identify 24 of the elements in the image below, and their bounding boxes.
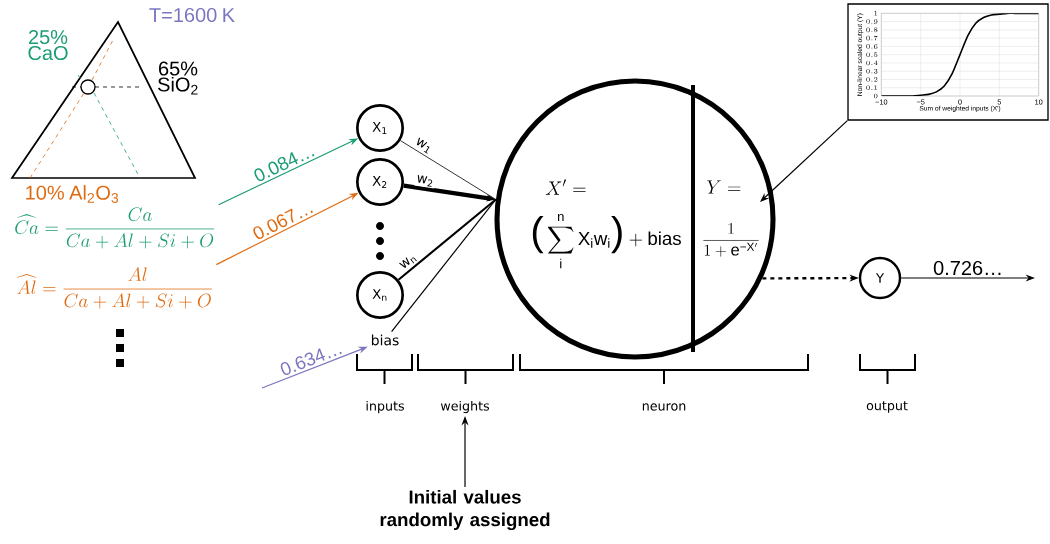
edge-label: w$_{2}$ xyxy=(414,173,437,189)
bracket-label: output xyxy=(866,401,908,413)
bracket-label: inputs xyxy=(366,400,404,414)
edge-label: w$_{n}$ xyxy=(396,250,420,273)
edge-label: 0.067… xyxy=(249,197,318,243)
edge-label: 0.634… xyxy=(276,338,346,379)
edge-label: w$_{1}$ xyxy=(411,135,436,157)
note: Initial values randomly assigned xyxy=(380,489,550,531)
axis-label: T=1600 K xyxy=(149,7,235,23)
formula: $\widehat{Al} = \frac{Al}{Ca + Al + Si + O}$ xyxy=(16,267,212,309)
bracket-label: neuron xyxy=(642,403,686,411)
formula: $Y =$ xyxy=(707,180,741,194)
axis-label: 10% Al$_{2}$O$_{3}$ xyxy=(26,185,119,203)
bracket-label: weights xyxy=(440,400,490,414)
arrow xyxy=(760,120,848,202)
formula: $\text{\fontsize{30}{30}\selectfont(}\sum_{\mathrm{i}}^{\mathrm{n}} \mathrm{X_i w_i}\text{\fontsize{30}{30}\selectfont)} + \mathrm{bias}$ xyxy=(532,213,681,269)
formula: $\widehat{Ca} = \frac{Ca}{Ca + Al + Si + O}$ xyxy=(15,207,215,249)
formula: $\frac{1}{1 + \mathrm{e}^{\text{−}\mathrm{X}'}}$ xyxy=(703,223,759,257)
axis-label: 25% CaO xyxy=(28,29,68,61)
edge-label: 0.726… xyxy=(931,259,1005,277)
formula: $X' =$ xyxy=(545,179,586,195)
edge-label: 0.084… xyxy=(250,141,319,185)
bias-label: bias xyxy=(371,334,399,346)
axis-label: 65% SiO$_{2}$ xyxy=(158,61,198,95)
